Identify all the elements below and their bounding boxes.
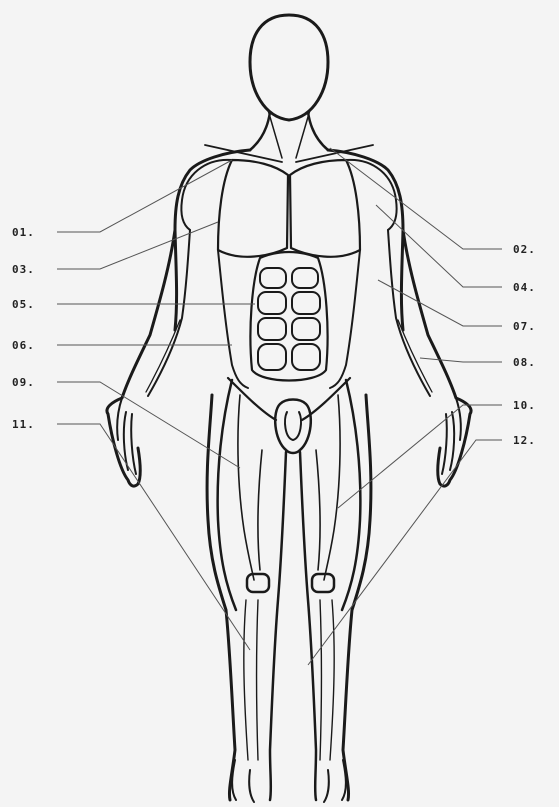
label-08: 08. xyxy=(513,356,536,369)
label-05: 05. xyxy=(12,298,35,311)
label-11: 11. xyxy=(12,418,35,431)
leader-01 xyxy=(57,160,232,232)
leader-04 xyxy=(376,205,502,287)
leader-12 xyxy=(308,440,502,665)
label-02: 02. xyxy=(513,243,536,256)
leader-03 xyxy=(57,222,218,269)
leader-02 xyxy=(330,148,502,249)
leader-11 xyxy=(57,424,250,650)
label-01: 01. xyxy=(12,226,35,239)
leader-08 xyxy=(420,358,502,362)
label-04: 04. xyxy=(513,281,536,294)
label-06: 06. xyxy=(12,339,35,352)
label-10: 10. xyxy=(513,399,536,412)
label-12: 12. xyxy=(513,434,536,447)
label-09: 09. xyxy=(12,376,35,389)
leader-09 xyxy=(57,382,240,468)
leader-10 xyxy=(338,405,502,508)
label-03: 03. xyxy=(12,263,35,276)
label-07: 07. xyxy=(513,320,536,333)
